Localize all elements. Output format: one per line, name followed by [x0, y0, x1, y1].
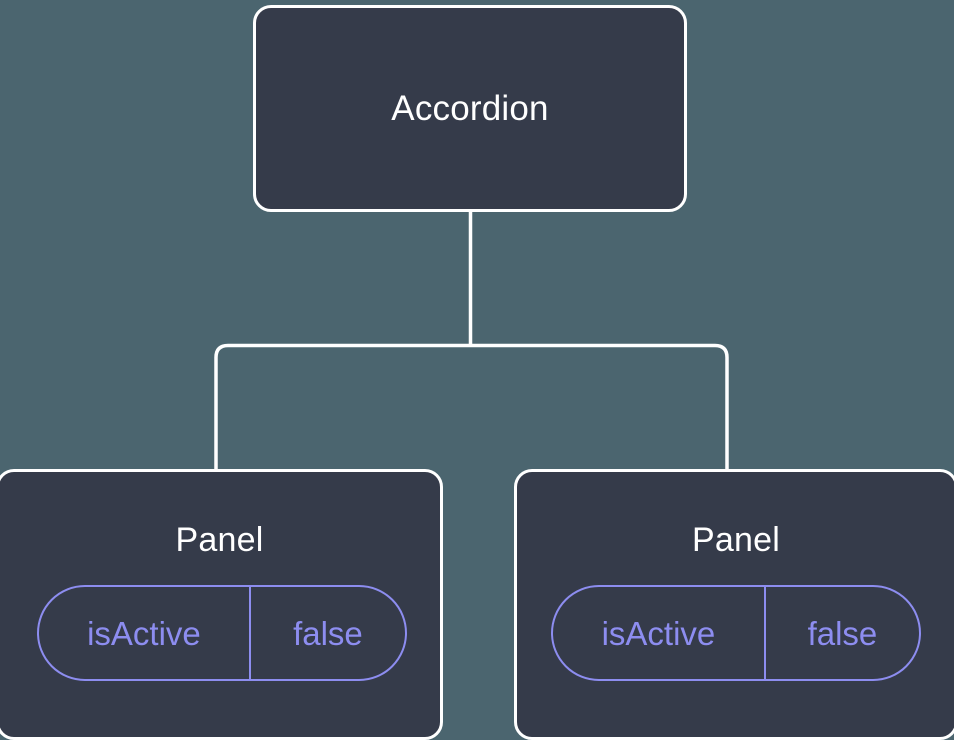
node-panel-left-label: Panel: [175, 521, 264, 559]
node-accordion[interactable]: Accordion: [253, 5, 687, 212]
edge-to-panel-right: [470, 343, 729, 471]
prop-key-label: isActive: [39, 587, 252, 679]
node-panel-left[interactable]: Panel isActive false: [0, 469, 443, 740]
prop-key-label: isActive: [553, 587, 766, 679]
node-panel-right-label: Panel: [692, 521, 780, 559]
prop-value-label: false: [293, 614, 363, 652]
prop-badge-isactive-left[interactable]: isActive false: [36, 585, 407, 681]
node-panel-right[interactable]: Panel isActive false: [514, 469, 954, 740]
node-accordion-label: Accordion: [391, 89, 549, 128]
prop-badge-isactive-right[interactable]: isActive false: [551, 585, 921, 681]
edge-to-panel-left: [214, 343, 471, 471]
prop-value-label: false: [807, 614, 878, 652]
